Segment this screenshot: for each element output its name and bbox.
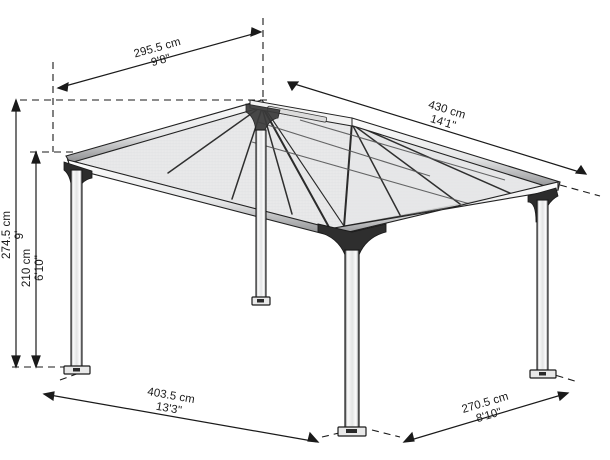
post-rear-centre xyxy=(255,129,267,301)
post-bolt-right xyxy=(539,372,546,376)
arrowhead-base-width-start xyxy=(42,391,55,402)
arrowhead-roof-width-start xyxy=(287,81,300,92)
dimline-roof-depth xyxy=(57,31,261,89)
arrowhead-base-depth-end xyxy=(557,391,570,402)
post-bolt-rear-left xyxy=(73,368,80,372)
arrowhead-clearance-top xyxy=(31,150,41,164)
label-base-width: 403.5 cm 13'3" xyxy=(146,386,195,417)
arrowhead-roof-depth-start xyxy=(56,81,69,92)
arrowhead-base-width-end xyxy=(307,431,320,443)
dimension-lines xyxy=(11,27,588,443)
arrowhead-clearance-bottom xyxy=(31,355,41,369)
arrowhead-base-depth-start xyxy=(402,431,415,443)
arrowhead-roof-width-end xyxy=(574,164,588,175)
dimline-base-width xyxy=(43,393,319,443)
overall-height-metric: 274.5 cm xyxy=(1,211,13,259)
guide-ground-rear-left xyxy=(59,371,83,381)
arrowhead-roof-depth-end xyxy=(250,27,263,37)
post-bolt-rear-centre xyxy=(257,299,264,303)
guide-ground-front-b xyxy=(371,429,401,438)
roof-assembly xyxy=(65,99,561,237)
roof-depth-imperial: 9'8" xyxy=(150,52,172,69)
guide-roof-right-edge xyxy=(559,184,601,197)
base-width-imperial: 13'3" xyxy=(155,401,183,417)
arrowhead-height-bottom xyxy=(11,355,21,369)
dimline-roof-width xyxy=(287,81,587,175)
post-rear-left xyxy=(70,169,83,369)
clearance-height-imperial: 6'10" xyxy=(34,255,46,281)
arrowhead-height-top xyxy=(11,98,21,112)
post-bolt-front-centre xyxy=(346,429,357,433)
roof-purlins xyxy=(251,119,506,205)
label-clearance-height: 210 cm 6'10" xyxy=(21,249,46,287)
dimline-base-depth xyxy=(403,392,569,443)
overall-height-imperial: 9' xyxy=(14,231,26,240)
label-overall-height: 274.5 cm 9' xyxy=(1,211,26,259)
post-front-centre xyxy=(344,249,360,436)
clearance-height-metric: 210 cm xyxy=(21,249,33,287)
post-right xyxy=(536,199,549,373)
label-roof-width: 430 cm 14'1" xyxy=(427,99,467,132)
posts xyxy=(63,129,557,437)
